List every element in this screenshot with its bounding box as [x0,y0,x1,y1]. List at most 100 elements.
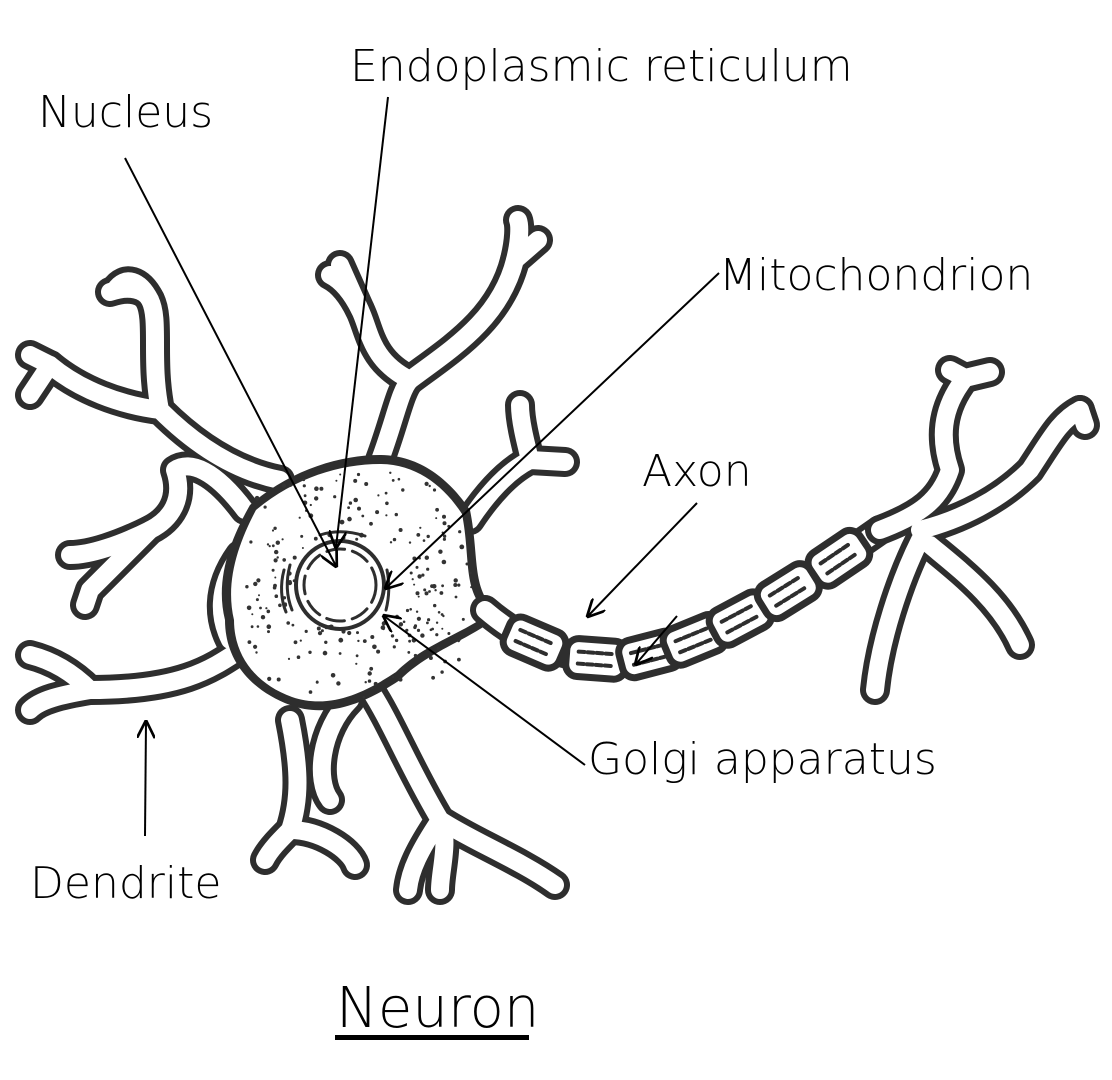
stipple-dot [389,541,393,544]
dendrites [15,205,580,905]
stipple-dot [436,646,441,651]
labels: Nucleus Endoplasmic reticulum Mitochondr… [30,41,1033,1041]
stipple-dot [271,529,275,532]
stipple-dot [266,624,272,629]
stipple-dot [397,477,401,481]
stipple-dot [381,621,387,626]
stipple-dot [457,639,460,643]
stipple-dot [274,594,279,598]
stipple-dot [245,585,249,589]
stipple-dot [265,607,268,610]
stipple-dot [415,565,419,569]
stipple-dot [440,670,444,674]
stipple-dot [442,537,446,541]
stipple-dot [408,639,411,643]
stipple-dot [282,558,287,562]
stipple-dot [303,494,307,498]
stipple-dot [324,640,328,644]
stipple-dot [364,482,369,486]
stipple-dot [434,589,437,592]
stipple-dot [247,640,252,644]
label-dendrite: Dendrite [30,858,221,909]
stipple-dot [413,625,417,630]
mitochondrion-leader-line [386,272,720,588]
stipple-dot [369,666,374,671]
stipple-dot [255,651,258,654]
stipple-dot [394,512,398,517]
stipple-dot [417,574,422,579]
stipple-dot [453,583,458,587]
stipple-dot [300,534,304,538]
stipple-dot [338,652,342,655]
stipple-dot [315,680,319,684]
stipple-dot [267,676,272,682]
stipple-dot [438,549,443,554]
stipple-dot [357,639,360,643]
stipple-dot [382,627,385,631]
stipple-dot [355,662,358,665]
stipple-dot [356,631,359,635]
stipple-dot [268,545,271,548]
stipple-dot [266,543,270,546]
stipple-dot [469,571,472,575]
stipple-dot [361,514,365,518]
stipple-dot [272,585,277,590]
stipple-dot [353,478,358,483]
stipple-dot [309,503,312,507]
stipple-dot [276,677,281,682]
stipple-dot [362,639,367,643]
stipple-dot [442,534,447,538]
stipple-dot [415,591,420,596]
stipple-dot [384,491,388,495]
stipple-dot [408,541,412,544]
stipple-dot [458,530,462,534]
stipple-dot [288,580,292,584]
stipple-dot [362,695,366,699]
stipple-dot [394,638,399,643]
stipple-dot [439,591,444,595]
stipple-dot [263,505,267,509]
stipple-dot [457,583,461,587]
stipple-dot [256,578,261,583]
stipple-dot [453,578,458,583]
stipple-dot [322,650,328,656]
stipple-dot [255,598,259,602]
stipple-dot [394,614,400,619]
stipple-dot [348,501,353,505]
axon-leader-line [588,502,698,616]
stipple-dot [251,613,254,616]
stipple-dot [417,595,420,598]
stipple-dot [330,673,336,678]
stipple-dot [437,611,441,614]
stipple-dot [409,608,413,611]
stipple-dot [246,605,252,611]
stipple-dot [424,481,429,486]
axon-terminals [860,355,1100,705]
stipple-dot [292,555,297,560]
stipple-dot [428,484,431,488]
stipple-dot [304,629,308,634]
stipple-dot [401,488,405,492]
stipple-dot [428,656,433,660]
stipple-dot [426,567,430,571]
stipple-dot [338,637,344,643]
stipple-dot [423,588,427,592]
stipple-dot [447,632,451,635]
stipple-dot [376,649,381,654]
stipple-dot [419,526,422,529]
stipple-dot [302,478,306,482]
stipple-dot [398,622,404,627]
stipple-dot [317,631,323,636]
label-nucleus: Nucleus [38,87,213,138]
stipple-dot [333,495,337,499]
stipple-dot [266,609,271,614]
stipple-dot [301,547,304,549]
stipple-dot [402,667,405,670]
stipple-dot [313,536,318,541]
stipple-dot [296,655,301,659]
stipple-dot [369,521,373,526]
stipple-dot [370,635,375,639]
stipple-dot [413,653,418,658]
stipple-dot [289,484,292,487]
